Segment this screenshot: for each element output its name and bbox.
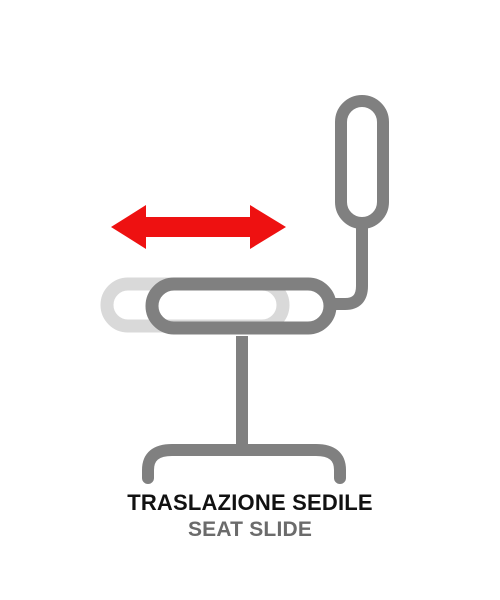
- backrest-arm-icon: [327, 222, 368, 310]
- seat-icon: [145, 277, 337, 335]
- double-arrow-icon: [111, 205, 286, 249]
- caption-title-italian: TRASLAZIONE SEDILE: [127, 490, 373, 515]
- caption-title-english: SEAT SLIDE: [187, 518, 313, 541]
- chair-base-icon: [142, 444, 346, 484]
- backrest-icon: [335, 95, 389, 229]
